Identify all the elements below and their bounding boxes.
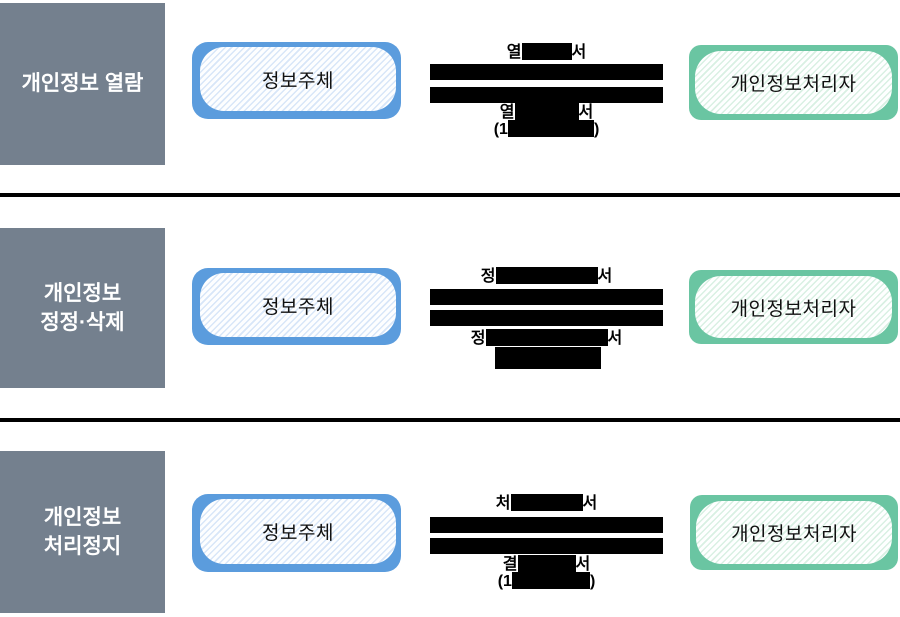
label-suffix: 서 xyxy=(607,330,623,347)
arrow-bar-bottom xyxy=(430,538,663,554)
label-prefix: 정 xyxy=(480,268,496,285)
redaction-bar-full-line xyxy=(495,347,601,369)
data-subject-box: 정보주체 xyxy=(192,42,401,119)
label-suffix: 서 xyxy=(571,44,587,61)
data-controller-box: 개인정보처리자 xyxy=(689,45,898,120)
arrow-bar-bottom xyxy=(430,310,663,326)
arrow-bar-top xyxy=(430,64,663,80)
label-suffix: 서 xyxy=(575,556,591,573)
data-subject-label: 정보주체 xyxy=(200,273,396,337)
category-box-processing-stop: 개인정보 처리정지 xyxy=(0,451,165,613)
arrow-bar-top xyxy=(430,289,663,305)
row-divider xyxy=(0,193,900,197)
label-prefix: (1 xyxy=(497,573,512,590)
category-label-line1: 개인정보 xyxy=(43,505,122,529)
label-suffix: 서 xyxy=(578,104,594,121)
data-controller-box: 개인정보처리자 xyxy=(690,495,898,570)
label-prefix: 정 xyxy=(470,330,486,347)
data-subject-label: 정보주체 xyxy=(200,499,396,564)
data-subject-box: 정보주체 xyxy=(192,268,401,345)
data-controller-label: 개인정보처리자 xyxy=(696,501,892,564)
category-label-line2: 처리정지 xyxy=(43,535,122,558)
redaction-bar xyxy=(510,494,583,511)
redaction-bar xyxy=(485,329,608,346)
redaction-bar xyxy=(514,103,579,120)
label-suffix: ) xyxy=(589,573,596,590)
data-subject-box: 정보주체 xyxy=(192,494,401,572)
response-deadline-label: (1) xyxy=(430,120,663,139)
label-prefix: 열 xyxy=(506,44,522,61)
row-divider xyxy=(0,418,900,422)
label-prefix: (1 xyxy=(493,121,508,138)
redaction-bar xyxy=(521,43,572,60)
data-controller-label: 개인정보처리자 xyxy=(695,51,892,114)
redaction-bar xyxy=(495,267,598,284)
label-suffix: 서 xyxy=(597,268,613,285)
category-label: 개인정보 열람 xyxy=(21,72,144,96)
label-prefix: 처 xyxy=(495,495,511,512)
label-prefix: 열 xyxy=(499,104,515,121)
response-deadline-label: (1) xyxy=(430,572,663,591)
data-controller-label: 개인정보처리자 xyxy=(695,276,892,338)
category-label-line1: 개인정보 xyxy=(43,281,122,305)
data-subject-label: 정보주체 xyxy=(200,47,396,111)
label-suffix: ) xyxy=(593,121,600,138)
category-box-correction-deletion: 개인정보 정정·삭제 xyxy=(0,228,165,388)
data-controller-box: 개인정보처리자 xyxy=(689,270,898,344)
arrow-bar-bottom xyxy=(430,87,663,103)
redaction-bar xyxy=(517,555,576,572)
category-box-access: 개인정보 열람 xyxy=(0,3,165,165)
arrow-bar-top xyxy=(430,517,663,533)
label-suffix: 서 xyxy=(582,495,598,512)
category-label-line2: 정정·삭제 xyxy=(40,311,125,334)
label-prefix: 결 xyxy=(502,556,518,573)
redaction-bar xyxy=(507,120,594,137)
redaction-bar xyxy=(511,572,590,589)
